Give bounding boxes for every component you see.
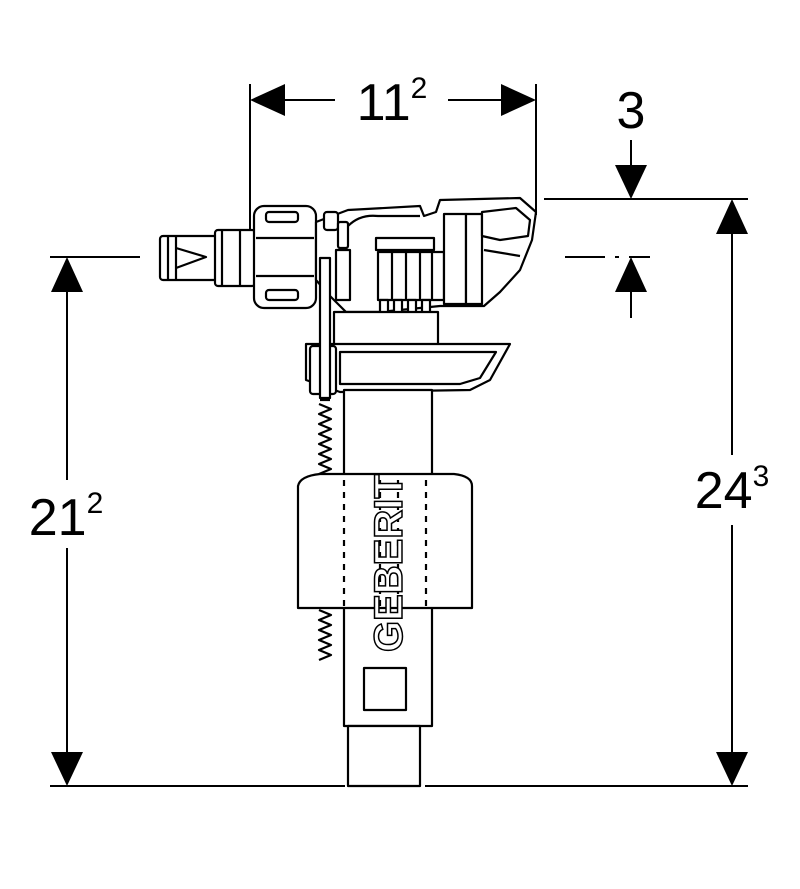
arrow-up-icon xyxy=(51,257,83,292)
arrow-down-icon xyxy=(716,752,748,786)
dimension-left-height-label: 212 xyxy=(29,487,104,547)
outlet-pipe xyxy=(346,724,422,788)
adjustment-rod xyxy=(317,256,333,662)
valve-collar xyxy=(304,342,512,396)
dimension-arrowheads xyxy=(51,84,748,786)
fill-valve xyxy=(158,196,538,788)
arrow-down-icon xyxy=(615,165,647,199)
arrow-up-icon xyxy=(615,257,647,292)
valve-head xyxy=(314,196,538,318)
arrow-right-icon xyxy=(501,84,536,116)
dimension-width-label: 112 xyxy=(357,72,428,132)
brand-logo-text: GEBERIT xyxy=(367,474,411,652)
dimension-lines xyxy=(50,84,748,787)
arrow-down-icon xyxy=(51,752,83,786)
dimension-offset-label: 3 xyxy=(617,82,646,140)
inlet-connector xyxy=(158,228,257,288)
arrow-up-icon xyxy=(716,199,748,234)
arrow-left-icon xyxy=(250,84,285,116)
float xyxy=(296,472,474,610)
valve-neck xyxy=(332,310,440,348)
dimension-right-height-label: 243 xyxy=(695,460,770,520)
logo-square xyxy=(362,666,408,712)
union-nut xyxy=(252,204,318,310)
